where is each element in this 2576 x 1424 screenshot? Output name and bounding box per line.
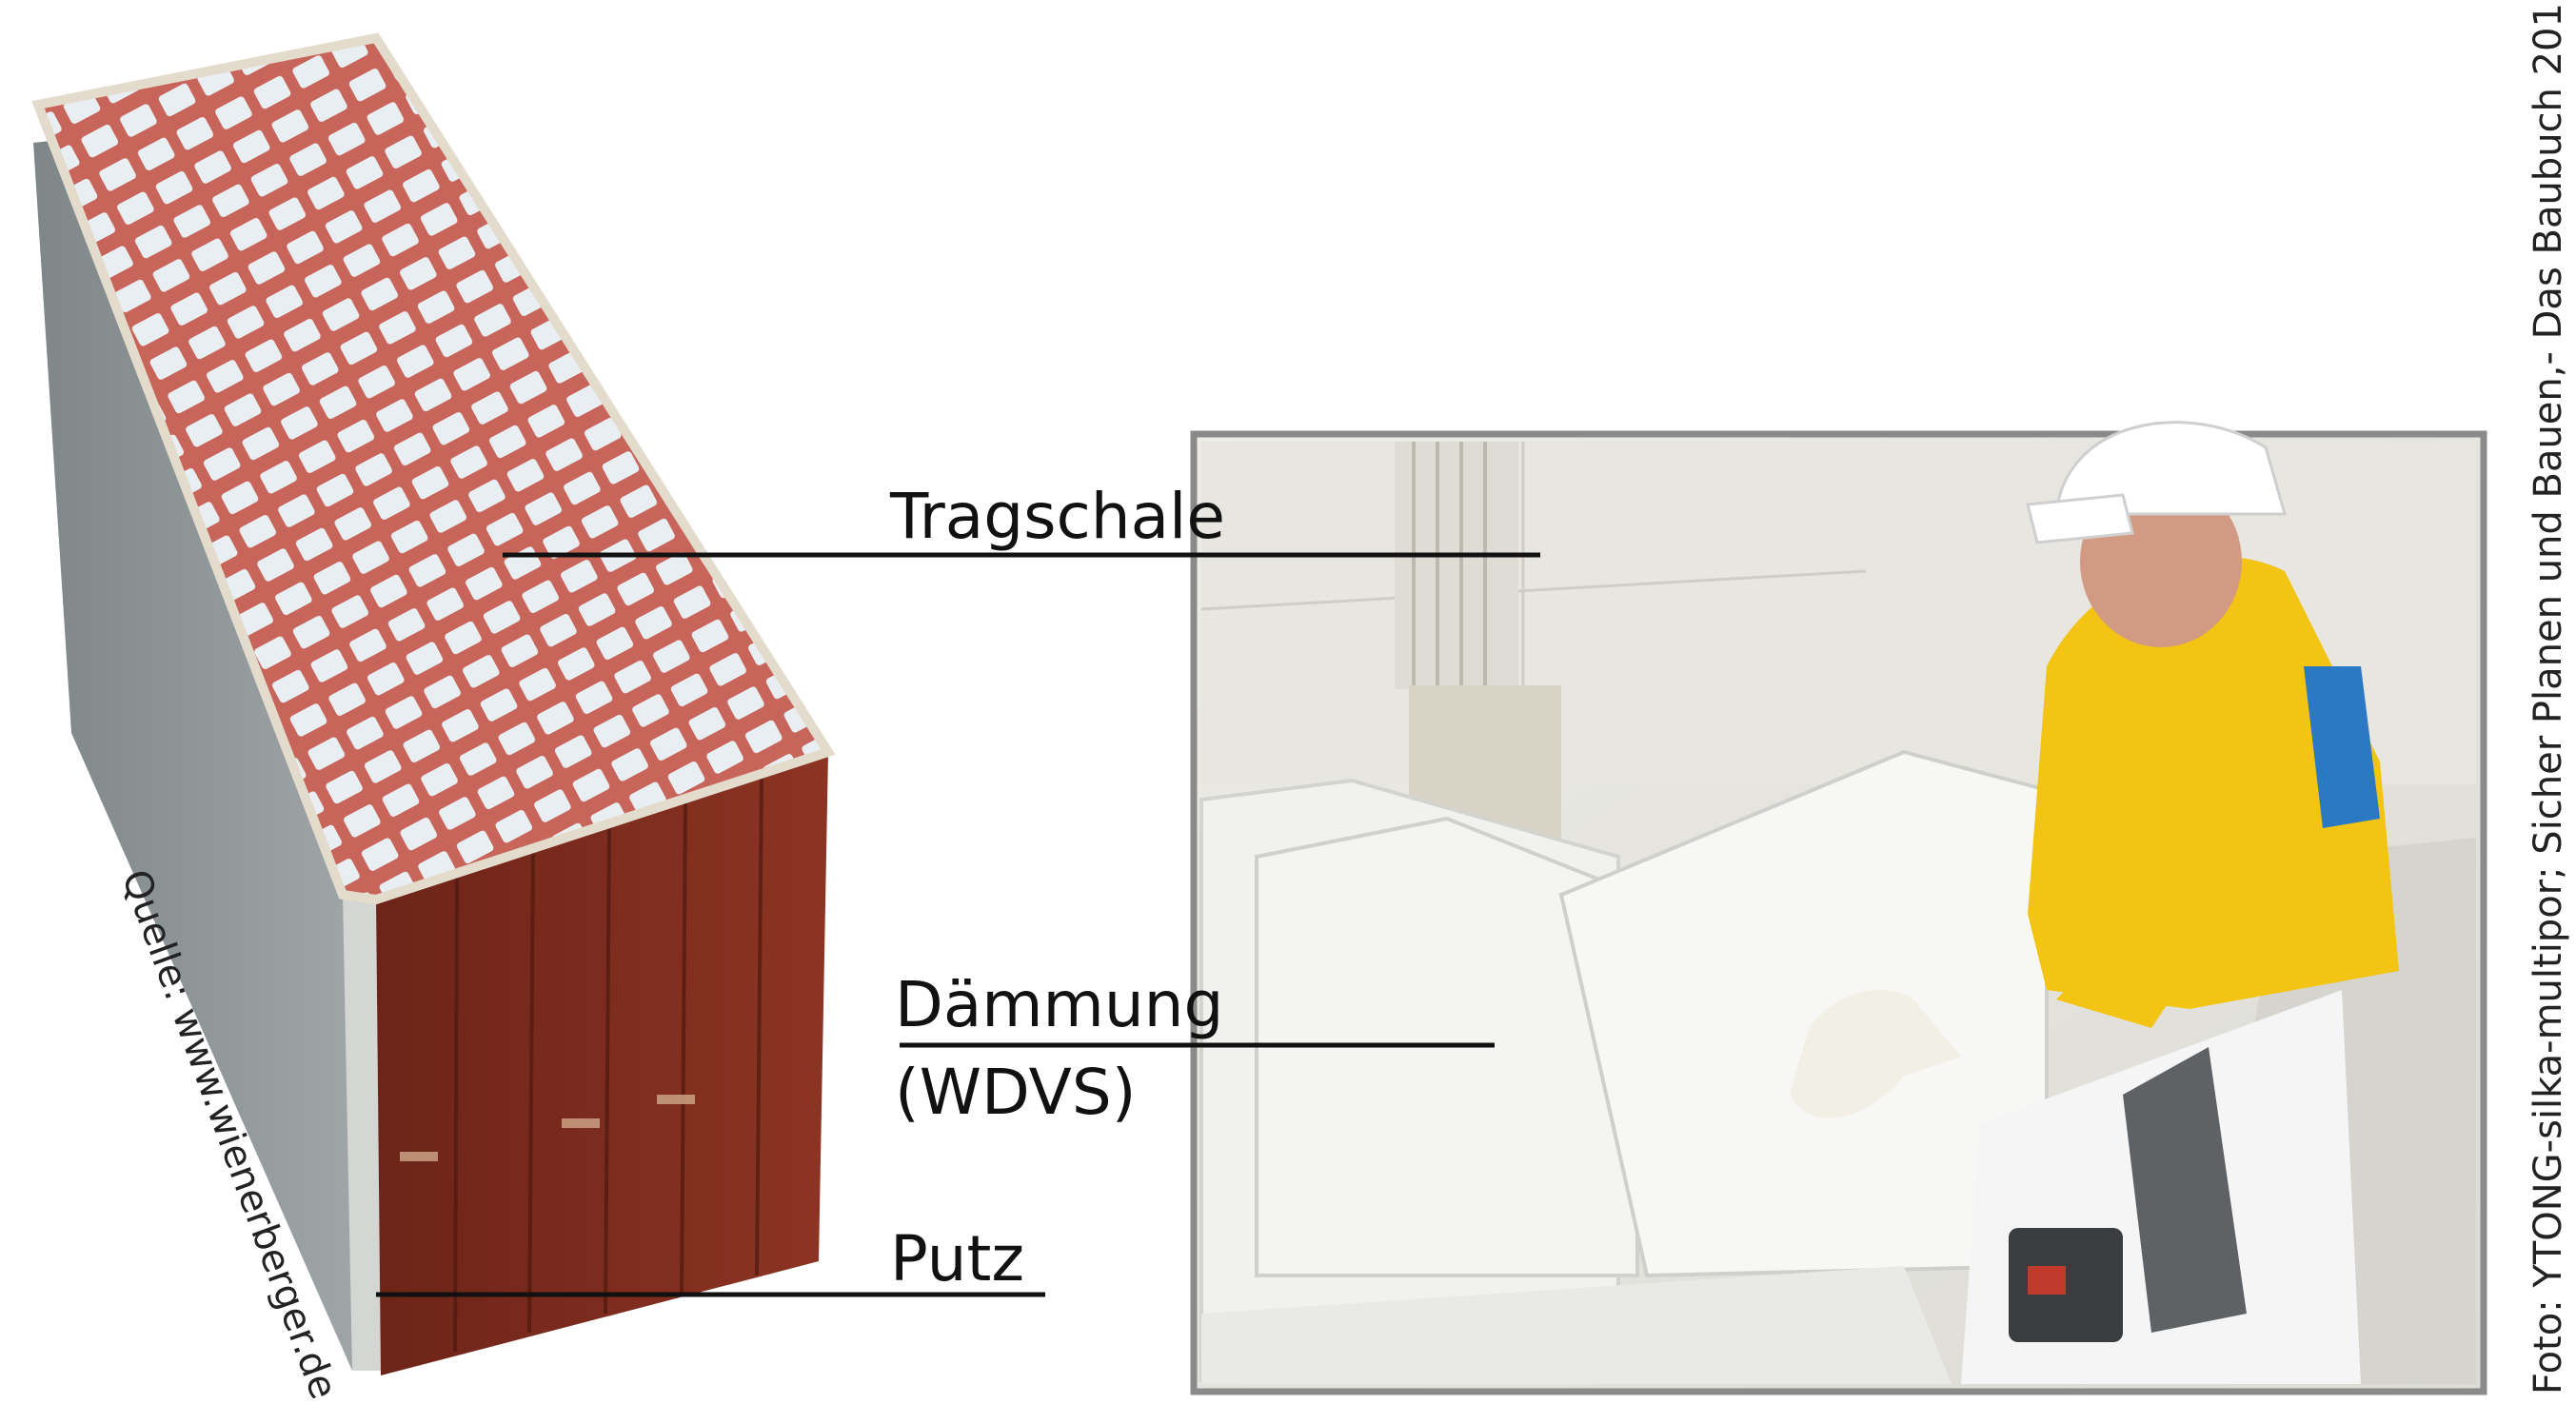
label-tragschale: Tragschale: [889, 480, 1225, 553]
brick-top-face: [31, 32, 836, 905]
label-putz: Putz: [890, 1222, 1024, 1295]
plaster-edge: [343, 895, 381, 1371]
source-right: Foto: YTONG-silka-multipor; Sicher Plane…: [2526, 0, 2570, 1394]
labels: Tragschale Dämmung (WDVS) Putz: [376, 480, 1540, 1297]
label-wdvs: (WDVS): [895, 1056, 1136, 1129]
insulation-board-held: [1558, 749, 2049, 1278]
label-daemmung: Dämmung: [895, 968, 1223, 1041]
installation-photo: [1190, 421, 2487, 1395]
worker-figure: [1790, 421, 2399, 1384]
wall-block-illustration: [31, 32, 836, 1375]
insulation-face: [33, 138, 367, 1371]
brick-side-face: [376, 752, 828, 1375]
